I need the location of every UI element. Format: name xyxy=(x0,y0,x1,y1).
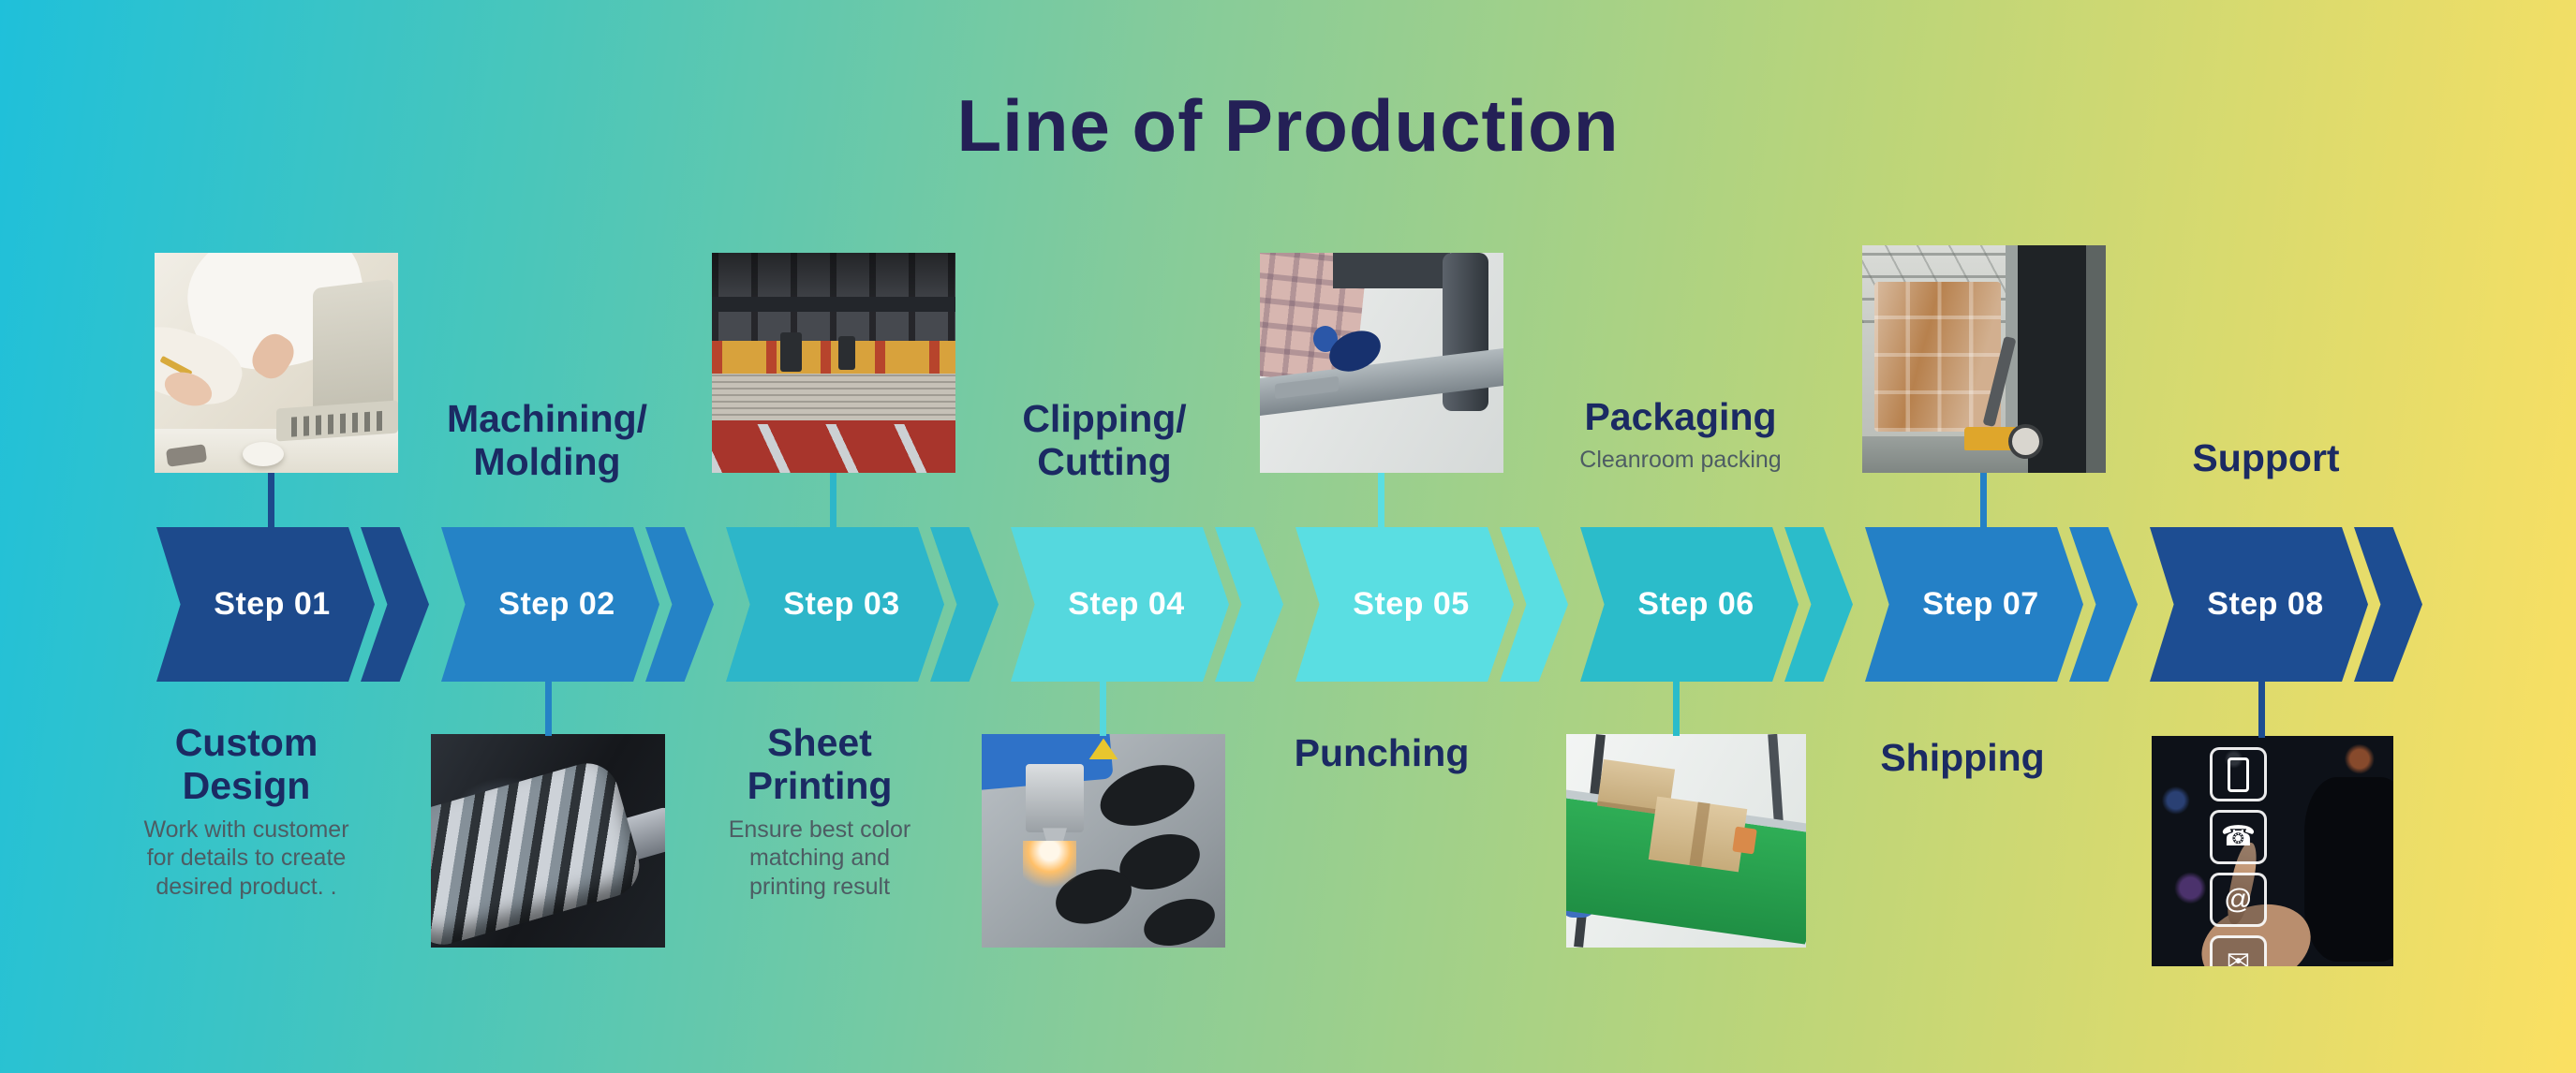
laptop-screen-shape xyxy=(313,278,393,421)
contact-icons-column: ☎ @ ✉ xyxy=(2209,747,2267,966)
step-01-label: Step 01 xyxy=(214,586,331,622)
step-04-chevron: Step 04 xyxy=(1011,527,1229,682)
smartphone-icon xyxy=(2209,747,2267,802)
support-label-block: Support xyxy=(2192,436,2339,479)
orange-label-shape xyxy=(1732,826,1758,856)
section-title: Support xyxy=(2192,436,2340,479)
rails-shape xyxy=(712,424,955,473)
spark-shape xyxy=(1023,841,1077,897)
connector-step-05 xyxy=(1378,473,1384,527)
punching-machine-photo xyxy=(1260,253,1503,473)
custom-design-label-block: Custom Design Work with customer for det… xyxy=(141,721,352,901)
step-06-chevron: Step 06 xyxy=(1580,527,1799,682)
pallet-jack-wheel-shape xyxy=(2008,424,2043,460)
laser-cutting-photo xyxy=(982,734,1225,948)
step-02-chevron: Step 02 xyxy=(441,527,659,682)
machining-gear-photo xyxy=(431,734,665,948)
paper-stack-shape xyxy=(712,374,955,422)
section-title: Punching xyxy=(1294,731,1470,774)
smartphone-glyph xyxy=(2227,757,2249,792)
step-03-chevron: Step 03 xyxy=(726,527,944,682)
packaging-label-block: Packaging Cleanroom packing xyxy=(1579,395,1781,475)
connector-step-07 xyxy=(1980,473,1987,527)
punching-label-block: Punching xyxy=(1295,731,1470,774)
customer-design-desk-photo xyxy=(155,253,398,473)
clipping-cutting-label-block: Clipping/ Cutting xyxy=(1022,397,1186,484)
step-08-chevron: Step 08 xyxy=(2150,527,2368,682)
printed-sheets-shape xyxy=(712,341,955,375)
step-01-chevron: Step 01 xyxy=(156,527,375,682)
step-03-label: Step 03 xyxy=(783,586,900,622)
printing-press-photo xyxy=(712,253,955,473)
pallet-shipping-photo xyxy=(1862,245,2106,473)
step-07-label: Step 07 xyxy=(1922,586,2039,622)
step-02-label: Step 02 xyxy=(498,586,615,622)
connector-step-04 xyxy=(1100,682,1106,736)
clamp-shape xyxy=(779,331,803,372)
wrapped-box-pallet-shape xyxy=(1874,281,2002,433)
envelope-icon: ✉ xyxy=(2209,935,2267,966)
custom-design-description: Work with customer for details to create… xyxy=(143,816,349,900)
section-title: Machining/ Molding xyxy=(446,397,648,484)
connector-step-08 xyxy=(2258,682,2265,738)
machine-top-shape xyxy=(1333,253,1450,288)
conveyor-packing-photo xyxy=(1566,734,1806,948)
sheet-printing-description: Ensure best color matching and printing … xyxy=(728,816,911,900)
sheet-printing-label-block: Sheet Printing Ensure best color matchin… xyxy=(721,721,918,901)
mouse-shape xyxy=(242,442,284,466)
cut-hole-shape xyxy=(1137,889,1221,948)
sleeve-shape xyxy=(2303,777,2393,963)
page-title: Line of Production xyxy=(956,84,1620,167)
press-bar-shape xyxy=(712,297,955,313)
contact-support-photo: ☎ @ ✉ xyxy=(2152,736,2393,966)
shipping-label-block: Shipping xyxy=(1880,736,2044,779)
step-07-chevron: Step 07 xyxy=(1865,527,2083,682)
section-title: Shipping xyxy=(1880,736,2045,779)
section-title: Packaging xyxy=(1584,395,1777,438)
section-title: Custom Design xyxy=(174,721,318,808)
section-title: Clipping/ Cutting xyxy=(1022,397,1187,484)
connector-step-03 xyxy=(830,473,836,527)
at-sign-icon: @ xyxy=(2209,873,2267,928)
step-08-label: Step 08 xyxy=(2207,586,2324,622)
machining-molding-label-block: Machining/ Molding xyxy=(447,397,647,484)
section-title: Sheet Printing xyxy=(747,721,893,808)
connector-step-01 xyxy=(268,473,274,527)
phone-icon: ☎ xyxy=(2209,810,2267,865)
step-05-label: Step 05 xyxy=(1353,586,1470,622)
step-06-label: Step 06 xyxy=(1637,586,1754,622)
step-05-chevron: Step 05 xyxy=(1295,527,1514,682)
step-04-label: Step 04 xyxy=(1068,586,1185,622)
connector-step-06 xyxy=(1673,682,1680,736)
clamp-shape xyxy=(838,336,856,370)
laser-head-shape xyxy=(1025,763,1085,832)
truck-door-shape xyxy=(2086,245,2106,473)
packaging-description: Cleanroom packing xyxy=(1579,447,1782,474)
connector-step-02 xyxy=(545,682,552,736)
